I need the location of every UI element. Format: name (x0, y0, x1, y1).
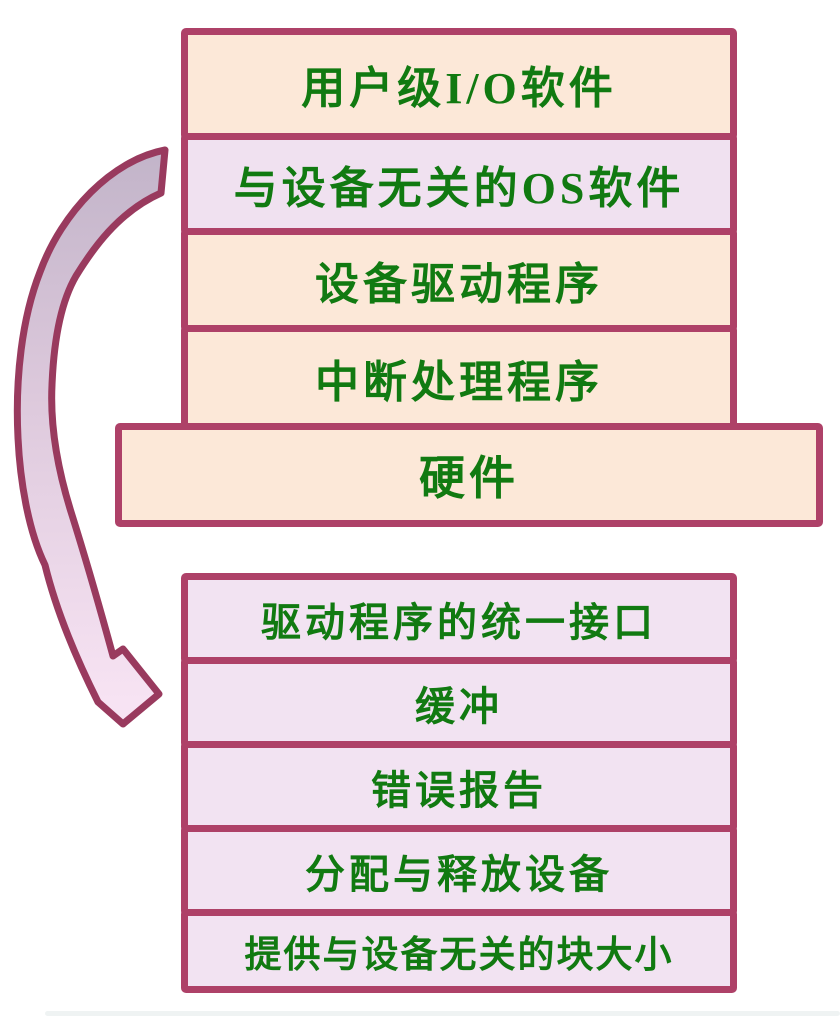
layer-label: 硬件 (419, 453, 519, 504)
layer-interrupt-handlers: 中断处理程序 (181, 325, 737, 430)
bottom-edge-line (45, 1011, 840, 1016)
layer-label: 设备驱动程序 (315, 260, 603, 309)
layer-device-drivers: 设备驱动程序 (181, 228, 737, 332)
layer-hardware: 硬件 (115, 423, 823, 527)
layer-user-io-software: 用户级I/O软件 (181, 28, 737, 140)
function-label: 错误报告 (371, 767, 547, 813)
layer-label: 与设备无关的OS软件 (233, 164, 685, 213)
function-uniform-driver-interface: 驱动程序的统一接口 (181, 573, 737, 664)
layer-device-independent-os: 与设备无关的OS软件 (181, 133, 737, 235)
function-label: 分配与释放设备 (305, 851, 613, 897)
function-label: 驱动程序的统一接口 (261, 599, 657, 645)
function-error-reporting: 错误报告 (181, 741, 737, 832)
function-label: 提供与设备无关的块大小 (244, 935, 674, 976)
layer-label: 用户级I/O软件 (301, 64, 617, 113)
function-label: 缓冲 (415, 683, 503, 729)
layer-label: 中断处理程序 (315, 357, 603, 407)
function-buffering: 缓冲 (181, 657, 737, 748)
function-device-independent-block-size: 提供与设备无关的块大小 (181, 909, 737, 993)
function-allocate-release-devices: 分配与释放设备 (181, 825, 737, 916)
